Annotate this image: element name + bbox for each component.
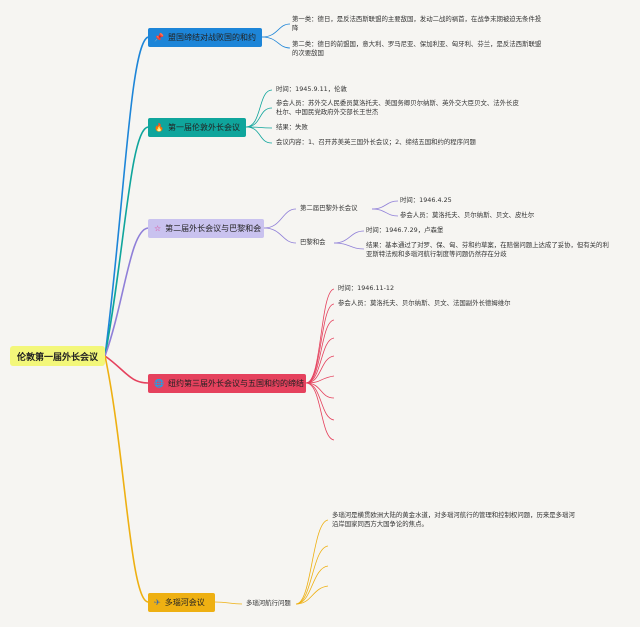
detail-b2-content: 会议内容：1、召开苏美英三国外长会议；2、缔结五国和约的程序问题 <box>276 138 476 146</box>
link-b1-d1 <box>261 23 291 38</box>
branch-second-conference-paris[interactable]: ☆ 第二届外长会议与巴黎和会 <box>148 219 264 238</box>
link-b4-d2 <box>305 303 335 384</box>
link-b2-d2 <box>245 107 273 128</box>
link-s5-d1 <box>295 519 329 605</box>
link-s2-d2 <box>333 242 365 250</box>
branch-label: 第一届伦敦外长会议 <box>167 123 240 132</box>
detail-s2-result: 结果：基本通过了对罗、保、匈、芬和约草案，在赔偿问题上达成了妥协，但有关的利亚斯… <box>366 241 609 258</box>
detail-s1-time: 时间：1946.4.25 <box>400 196 452 204</box>
globe-icon: 🌐 <box>154 379 164 388</box>
link-b3-s1 <box>263 208 297 229</box>
link-b4-e6 <box>305 382 335 421</box>
detail-b2-time: 时间：1945.9.11，伦敦 <box>276 85 347 93</box>
detail-b1-1: 第一类：德日，是反法西斯联盟的主要敌国，发动二战的祸首，在战争末期被迫无条件投降 <box>292 15 542 32</box>
link-s5-e3 <box>295 585 329 605</box>
link-b2-d4 <box>245 126 273 144</box>
branch-label: 盟国缔结对战败国的和约 <box>167 33 256 42</box>
link-b4-e3 <box>305 355 335 384</box>
link-branch-4 <box>104 355 149 384</box>
link-s2-d1 <box>333 230 365 244</box>
subtopic-second-paris-conference[interactable]: 第二届巴黎外长会议 <box>300 204 358 212</box>
detail-b2-attendees: 参会人员：苏外交人民委员莫洛托夫、美国务卿贝尔纳斯、英外交大臣贝文、法外长皮杜尔… <box>276 99 519 116</box>
branch-new-york-third-conference[interactable]: 🌐 纽约第三届外长会议与五国和约的缔结 <box>148 374 306 393</box>
detail-b2-result: 结果：失败 <box>276 123 308 131</box>
detail-b4-attendees: 参会人员：莫洛托夫、贝尔纳斯、贝文、法国副外长德姆维尔 <box>338 299 511 307</box>
link-b4-e4 <box>305 375 335 384</box>
branch-peace-treaties[interactable]: 📌 盟国缔结对战败国的和约 <box>148 28 262 47</box>
link-branch-5 <box>104 355 149 603</box>
detail-b5-description: 多瑙河是横贯欧洲大陆的黄金水道，对多瑙河航行的管理和控制权问题，历来是多瑙河沿岸… <box>332 511 575 528</box>
branch-first-london-conference[interactable]: 🔥 第一届伦敦外长会议 <box>148 118 246 137</box>
flame-icon: 🔥 <box>154 123 164 132</box>
detail-s2-time: 时间：1946.7.29，卢森堡 <box>366 226 444 234</box>
link-s1-d2 <box>371 208 399 217</box>
paper-plane-icon: ✈ <box>154 598 161 607</box>
star-icon: ☆ <box>154 224 162 233</box>
link-b2-d1 <box>245 89 273 128</box>
branch-label: 纽约第三届外长会议与五国和约的缔结 <box>167 379 304 388</box>
link-s5-e2 <box>295 565 329 605</box>
link-s1-d1 <box>371 200 399 210</box>
link-s5-e1 <box>295 545 329 605</box>
link-b4-e1 <box>305 319 335 384</box>
link-b5-s1 <box>214 601 243 605</box>
branch-label: 第二届外长会议与巴黎和会 <box>165 224 262 233</box>
branch-danube-conference[interactable]: ✈ 多瑙河会议 <box>148 593 215 612</box>
link-b4-e2 <box>305 337 335 384</box>
link-branch-2 <box>104 126 149 357</box>
detail-b4-time: 时间：1946.11-12 <box>338 284 395 292</box>
detail-b1-2: 第二类：德日的前盟国，意大利、罗马尼亚、保加利亚、匈牙利、芬兰，是反法西斯联盟的… <box>292 40 542 57</box>
detail-s1-attendees: 参会人员：莫洛托夫、贝尔纳斯、贝文、皮杜尔 <box>400 211 535 219</box>
link-b4-d1 <box>305 288 335 384</box>
branch-label: 多瑙河会议 <box>164 598 205 607</box>
pin-icon: 📌 <box>154 33 164 42</box>
link-b3-s2 <box>263 227 297 244</box>
root-topic[interactable]: 伦敦第一届外长会议 <box>10 346 105 366</box>
link-branch-3 <box>104 227 149 357</box>
link-b4-e7 <box>305 382 335 441</box>
link-branch-1 <box>104 36 149 357</box>
root-topic-label: 伦敦第一届外长会议 <box>16 352 98 363</box>
link-b1-d2 <box>261 36 291 49</box>
subtopic-danube-navigation[interactable]: 多瑙河航行问题 <box>246 599 291 607</box>
link-b4-e5 <box>305 382 335 399</box>
subtopic-paris-peace-conference[interactable]: 巴黎和会 <box>300 238 326 246</box>
